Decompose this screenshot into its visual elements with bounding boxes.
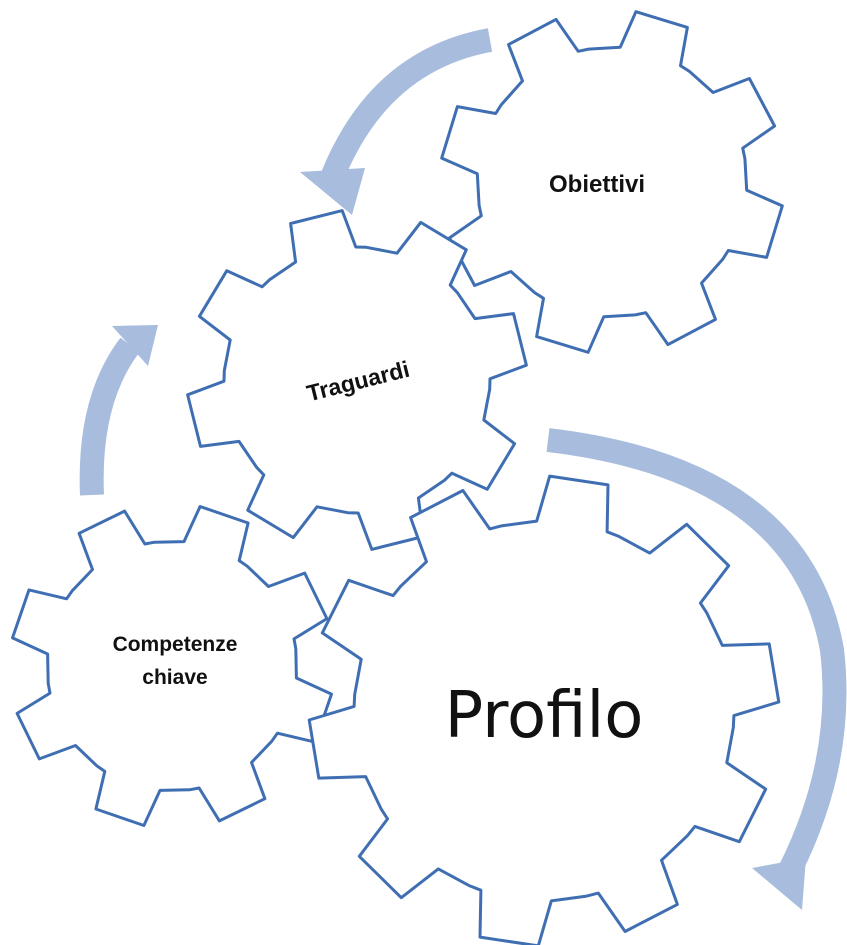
arrow-competenze-to-traguardi-shaft [79,337,140,496]
gear-competenze [11,505,333,827]
arrow-profilo-cycle-head [752,858,806,910]
gear-obiettivi [440,10,784,354]
arrow-obiettivi-to-traguardi [300,28,493,215]
arrow-profilo-cycle-shaft [546,428,847,876]
label-profilo: Profilo [445,679,644,753]
label-competenze-line1: Competenze [113,633,238,656]
label-competenze-line2: chiave [142,666,207,689]
arrow-obiettivi-to-traguardi-head [300,168,365,215]
arrow-obiettivi-to-traguardi-shaft [321,28,493,180]
gears-group [11,10,784,945]
cycle-arrows [79,28,847,910]
arrow-competenze-to-traguardi-head [112,325,158,366]
label-obiettivi: Obiettivi [549,171,645,198]
gear-profilo [307,474,781,945]
arrow-profilo-cycle [546,428,847,910]
arrow-competenze-to-traguardi [79,325,158,496]
